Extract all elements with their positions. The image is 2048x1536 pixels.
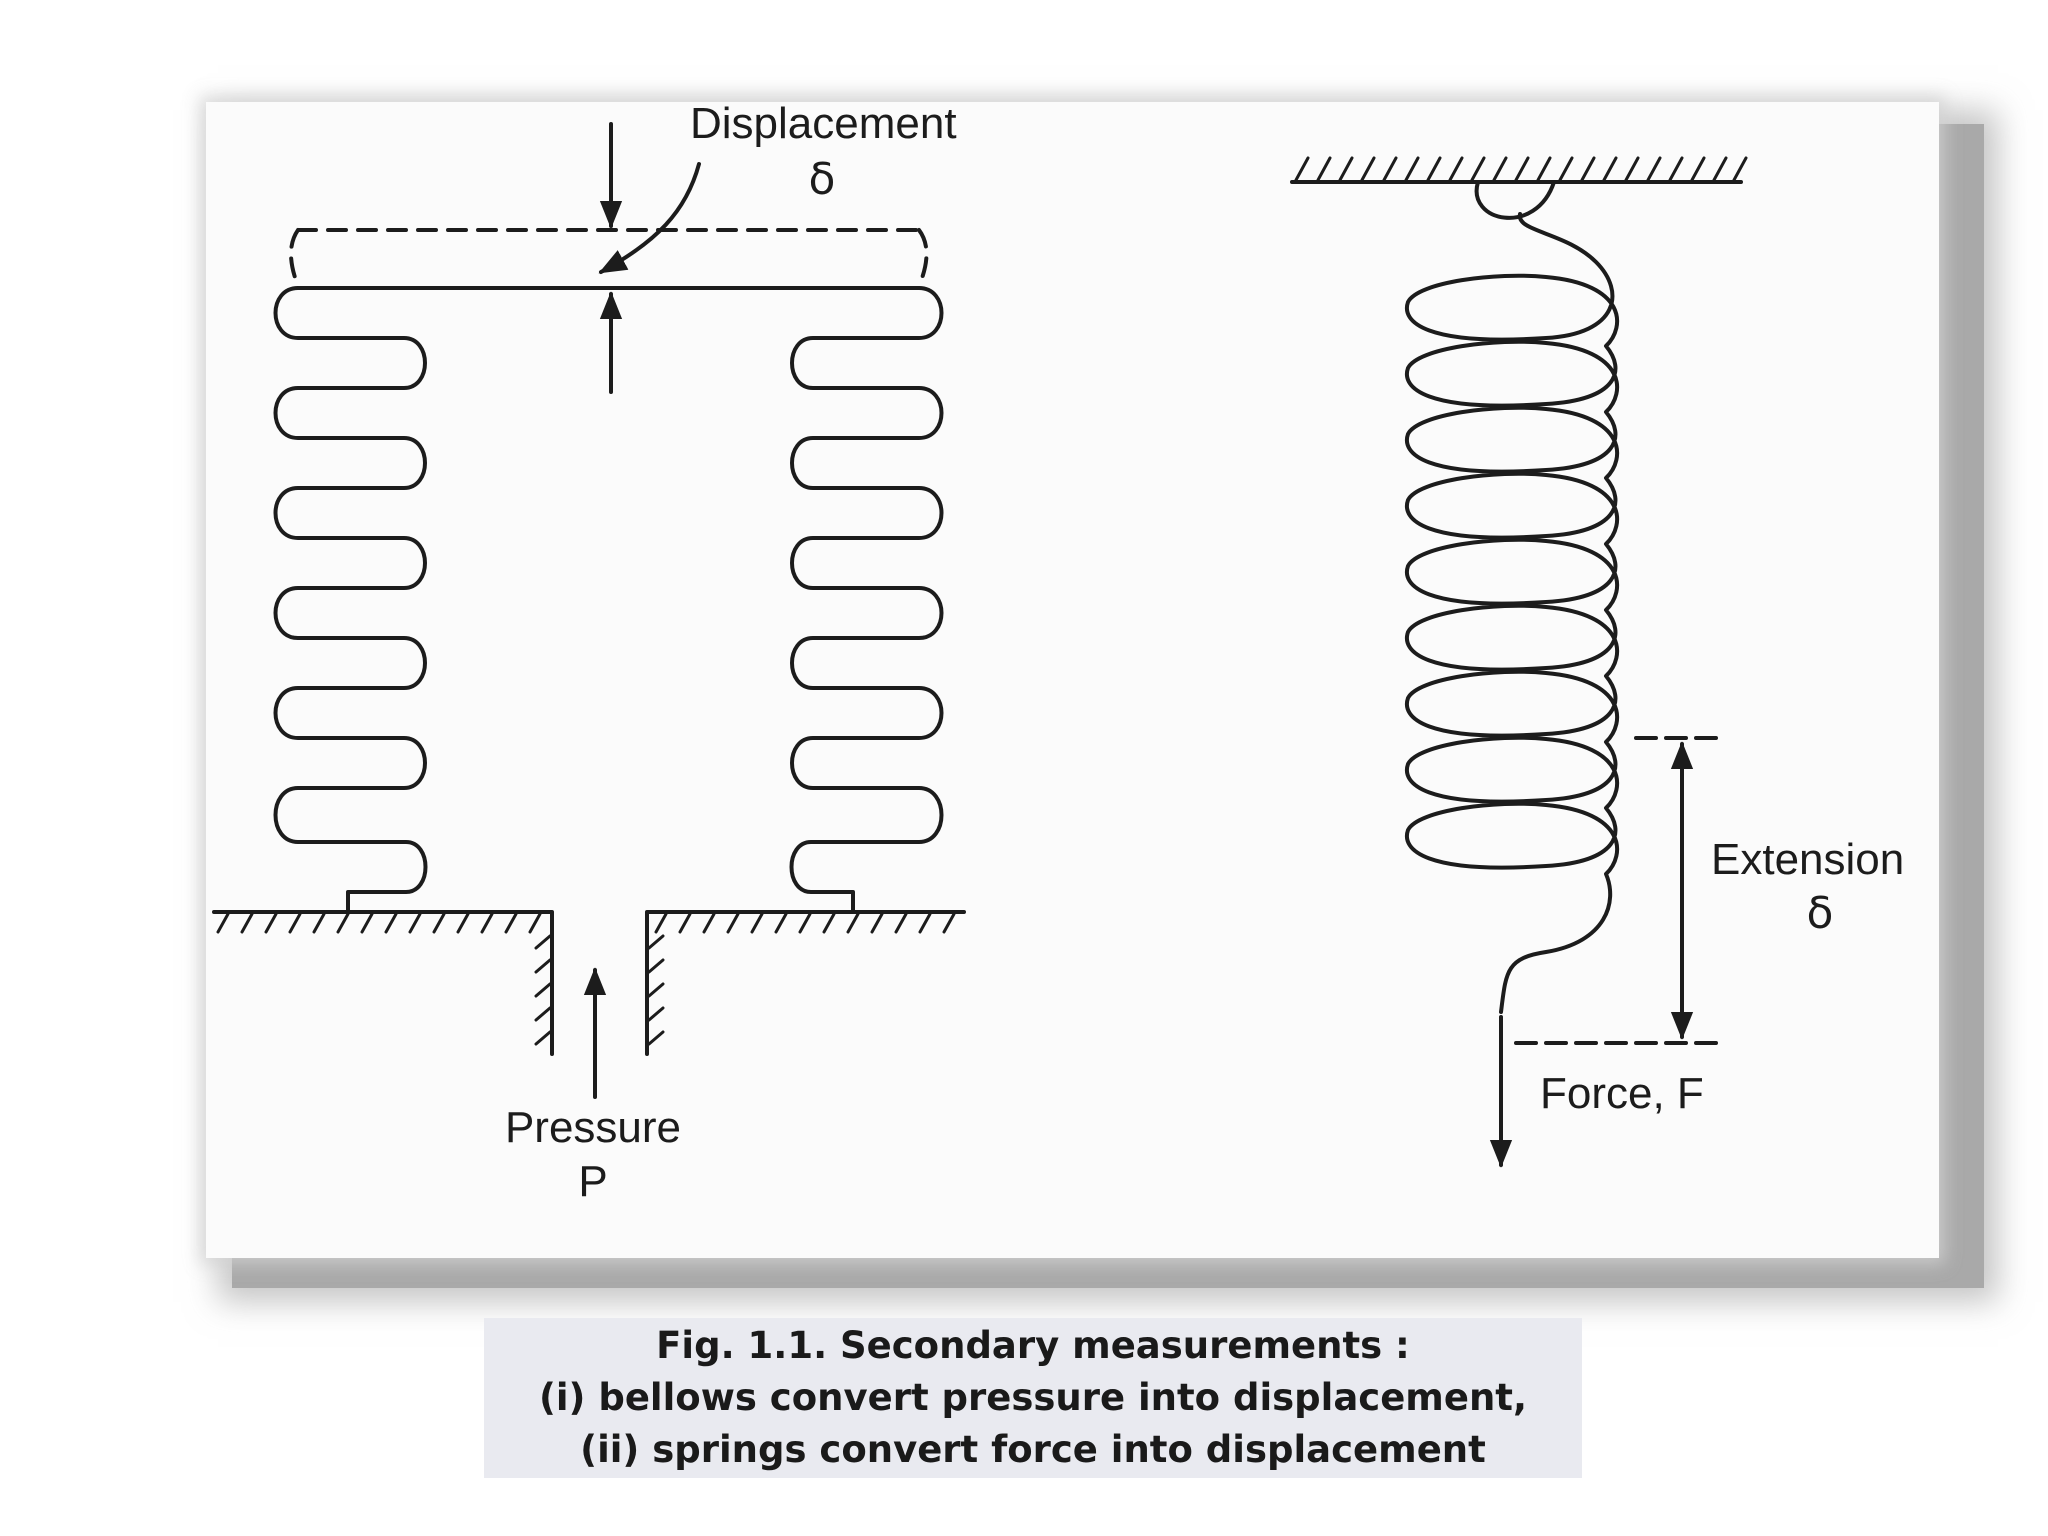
ceiling-hatching [1294,156,1748,182]
displacement-symbol: δ [809,154,836,205]
extension-symbol: δ [1807,888,1834,939]
displaced-plate-outline [289,228,929,288]
spring-hook [1474,180,1556,220]
extension-label: Extension [1711,835,1904,884]
pressure-symbol: P [578,1157,607,1206]
figure-panel: Displacement δ Pressure P Extension δ Fo… [206,102,1939,1258]
spring-coil [1405,212,1620,1014]
bellows-diagram [212,122,966,1099]
diagram-canvas: Displacement δ Pressure P Extension δ Fo… [212,102,1904,1206]
caption-line-2: (i) bellows convert pressure into displa… [538,1376,1528,1419]
base-hatching [216,912,956,1046]
figure-caption: Fig. 1.1. Secondary measurements : (i) b… [484,1318,1582,1478]
displacement-pointer [598,162,701,274]
bellows-base [212,910,966,1056]
bellows-left-wall [273,286,428,914]
force-label: Force, F [1540,1069,1704,1118]
spring-diagram [1290,156,1748,1168]
pressure-label: Pressure [505,1103,681,1152]
bellows-right-wall [789,286,944,914]
caption-line-1: Fig. 1.1. Secondary measurements : [656,1324,1410,1367]
caption-line-3: (ii) springs convert force into displace… [580,1428,1486,1471]
displacement-label: Displacement [690,102,957,148]
